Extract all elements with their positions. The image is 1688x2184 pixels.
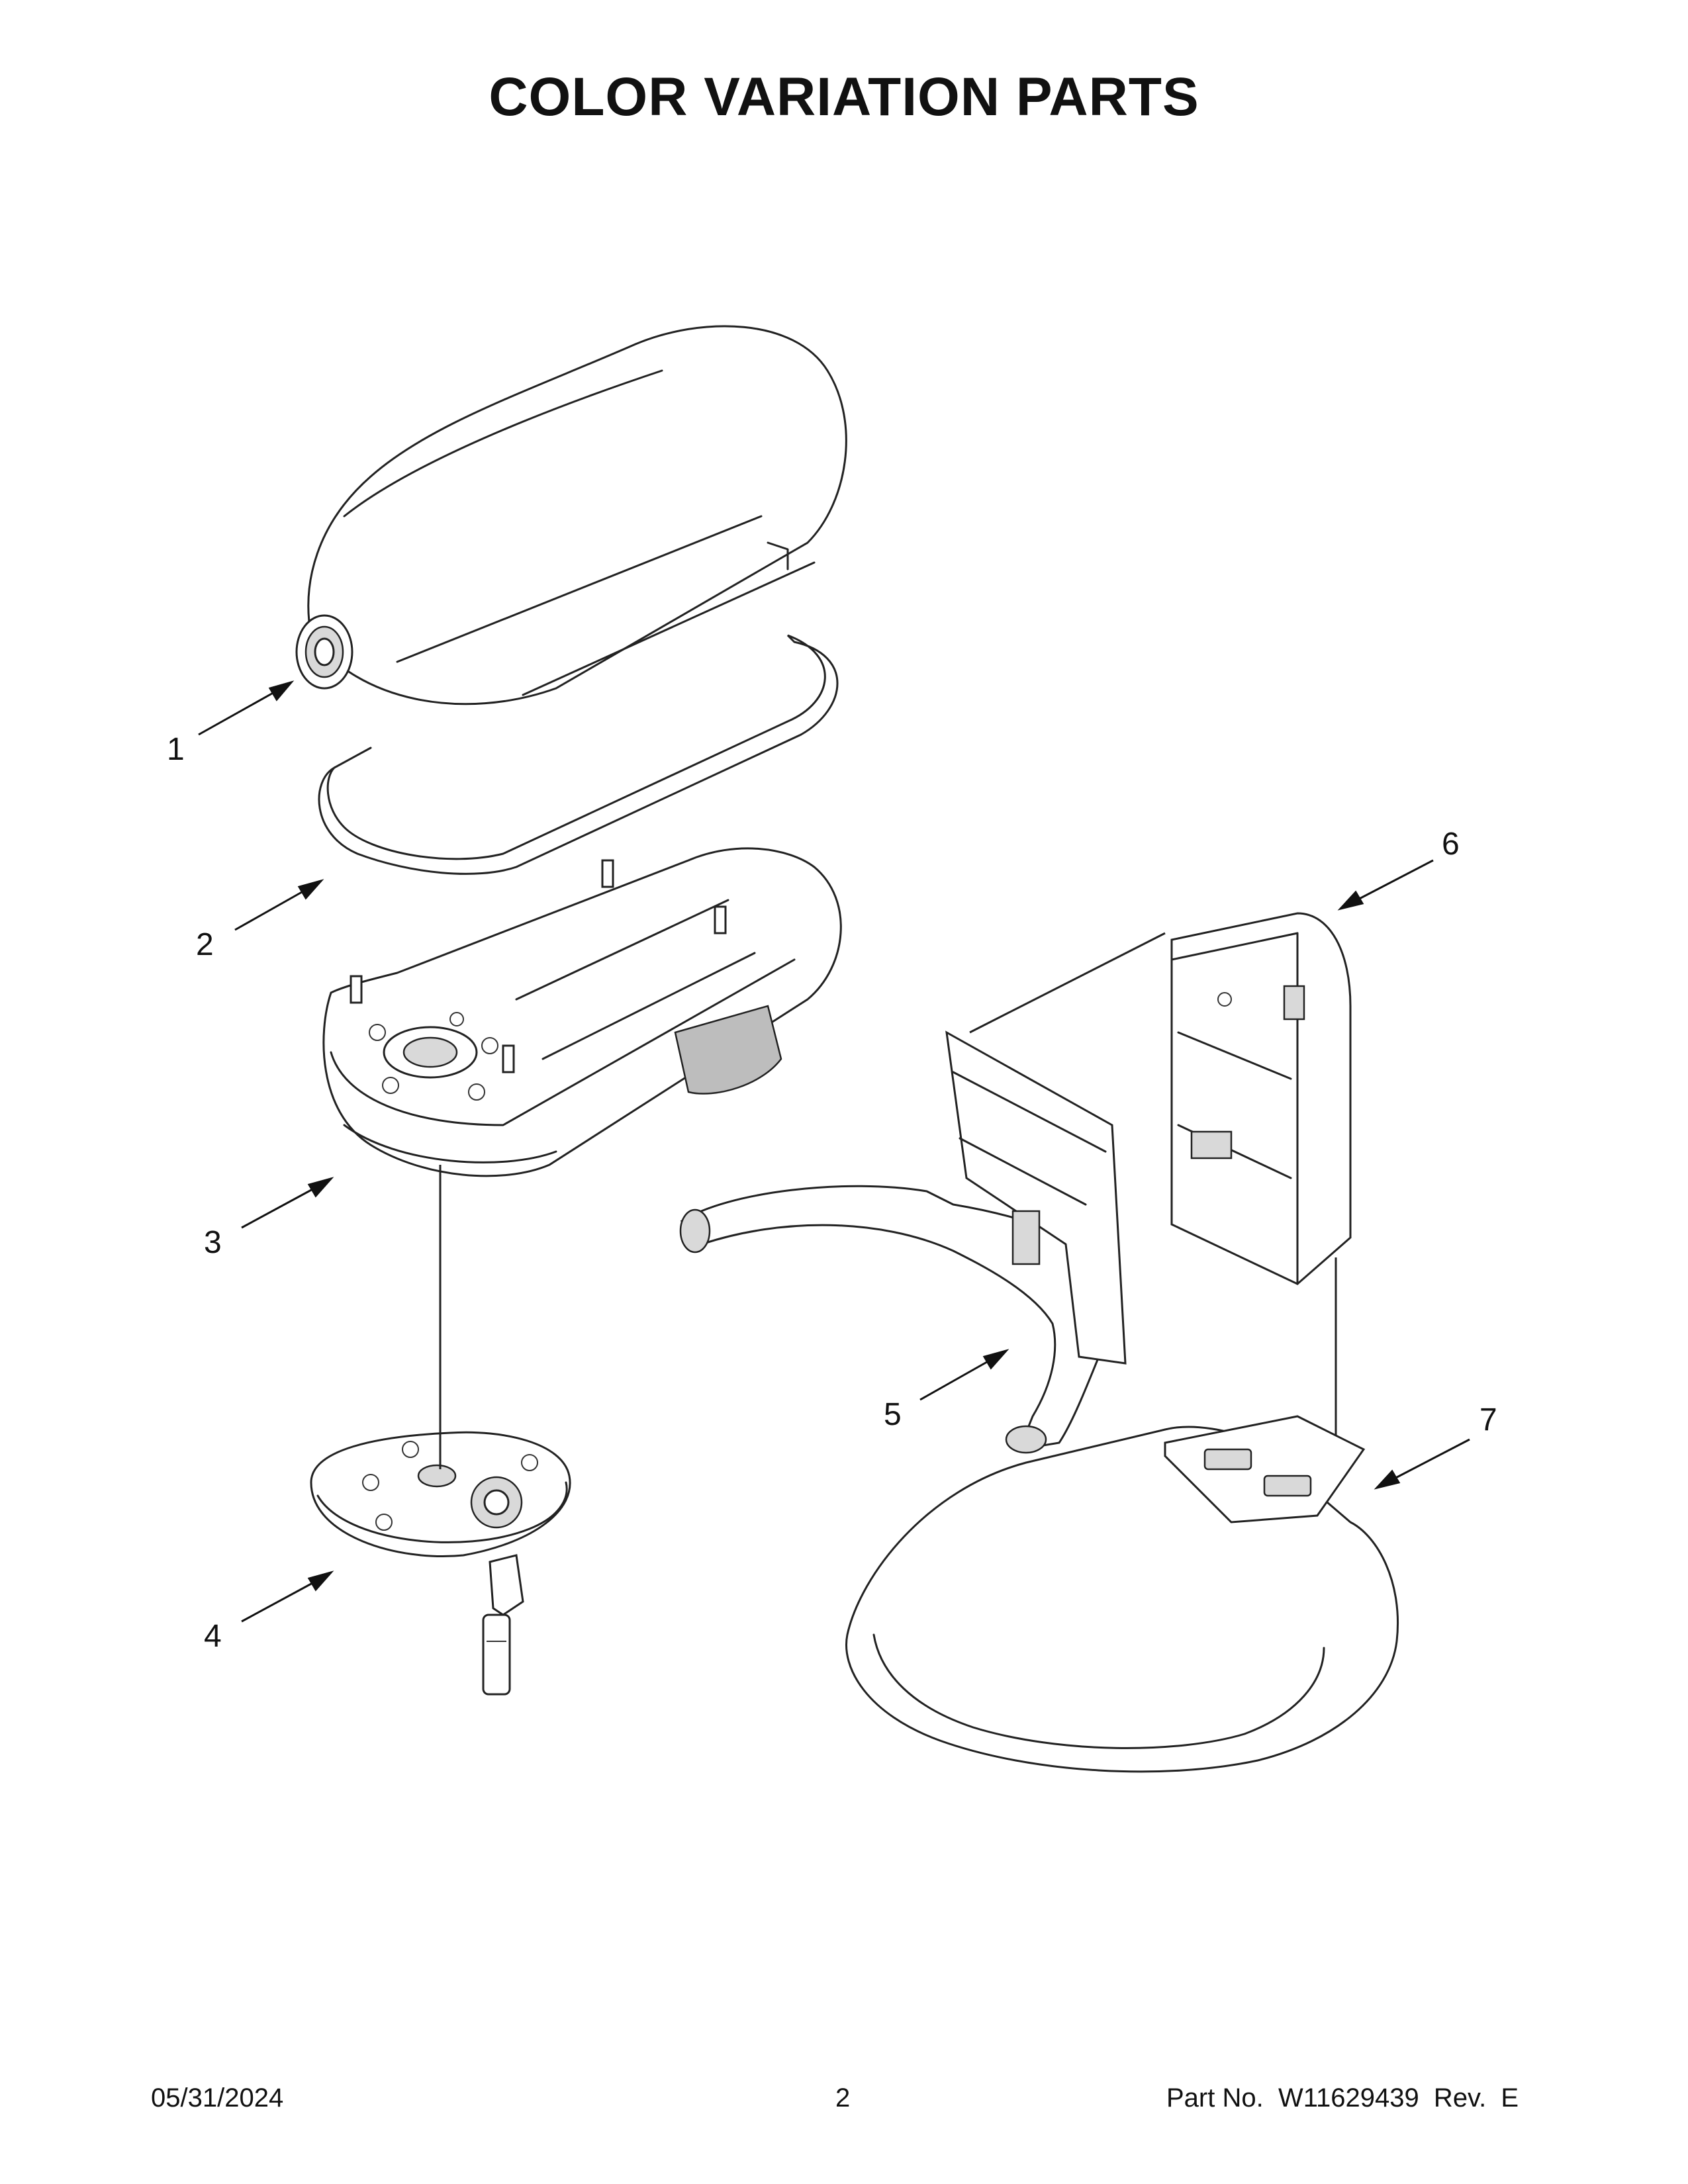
callout-arrows (198, 680, 1470, 1623)
page-title: COLOR VARIATION PARTS (489, 67, 1199, 127)
callout-1: 1 (167, 732, 185, 767)
footer-part-number: Part No. W11629439 Rev. E (1166, 2083, 1519, 2113)
callout-5: 5 (884, 1397, 902, 1432)
footer-page-number: 2 (835, 2083, 851, 2113)
callout-4: 4 (204, 1619, 222, 1654)
callout-2: 2 (196, 927, 214, 962)
callout-3: 3 (204, 1225, 222, 1260)
callout-6: 6 (1442, 827, 1460, 862)
callout-7: 7 (1479, 1402, 1497, 1437)
part-3-gear-housing (322, 847, 842, 1177)
part-6-pedestal-column (1170, 912, 1352, 1285)
part-7-base (845, 1415, 1399, 1773)
footer-date: 05/31/2024 (151, 2083, 284, 2113)
part-1-motor-housing (295, 325, 847, 705)
assembly-leader-lines (439, 932, 1337, 1469)
part-2-trim-band (318, 634, 839, 875)
part-5-bowl-support-arm (679, 1030, 1127, 1454)
part-4-planetary-assembly (310, 1431, 571, 1696)
